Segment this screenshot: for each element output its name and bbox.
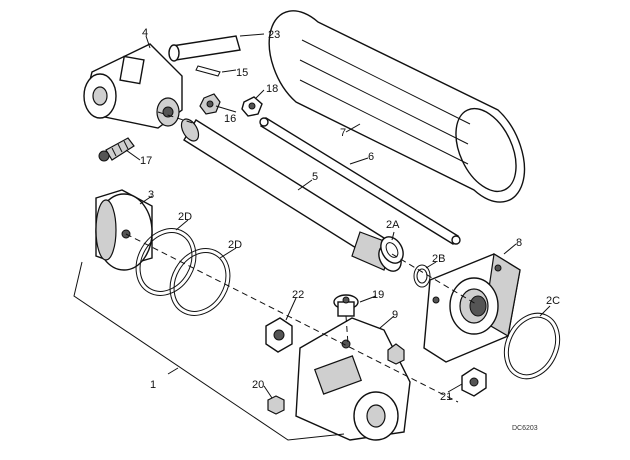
assembly-center-lines bbox=[125, 111, 477, 403]
part-3-piston bbox=[95, 189, 153, 271]
callout-3: 3 bbox=[148, 189, 154, 201]
callout-2A: 2A bbox=[386, 219, 400, 231]
callout-9: 9 bbox=[392, 309, 398, 321]
callout-20: 20 bbox=[252, 379, 264, 391]
callout-1: 1 bbox=[150, 379, 156, 391]
part-23-pin bbox=[168, 33, 265, 62]
part-20-nut bbox=[267, 343, 405, 415]
part-8-head-end-cap bbox=[423, 253, 521, 363]
callout-labels: 4 23 15 16 18 17 7 6 5 3 2D 2D 2A 2B 8 2… bbox=[140, 27, 560, 403]
part-2B-o-ring bbox=[413, 264, 431, 288]
part-4-rod-end-clevis bbox=[83, 43, 183, 129]
callout-22: 22 bbox=[292, 289, 304, 301]
callout-19: 19 bbox=[372, 289, 384, 301]
callout-2D-a: 2D bbox=[178, 211, 192, 223]
callout-16: 16 bbox=[224, 113, 236, 125]
part-2A-rod-seal bbox=[380, 236, 404, 264]
callout-21: 21 bbox=[440, 391, 452, 403]
callout-8: 8 bbox=[516, 237, 522, 249]
part-16-nut bbox=[199, 93, 221, 115]
callout-23: 23 bbox=[268, 29, 280, 41]
callout-17: 17 bbox=[140, 155, 152, 167]
callout-15: 15 bbox=[236, 67, 248, 79]
callout-18: 18 bbox=[266, 83, 278, 95]
part-6-tie-rod bbox=[259, 117, 461, 245]
callout-4: 4 bbox=[142, 27, 148, 39]
callout-leaders bbox=[125, 35, 551, 399]
callout-6: 6 bbox=[368, 151, 374, 163]
part-18-nut bbox=[241, 96, 263, 117]
part-19-fitting bbox=[333, 294, 359, 317]
part-9-base-end-clevis bbox=[295, 317, 411, 441]
part-2D-seal-rings bbox=[135, 228, 231, 316]
part-17-grease-fitting bbox=[98, 137, 135, 162]
part-2C-o-ring bbox=[503, 312, 561, 380]
callout-2B: 2B bbox=[432, 253, 445, 265]
callout-2D-b: 2D bbox=[228, 239, 242, 251]
part-22-nut bbox=[265, 317, 293, 353]
part-15-cotter-pin bbox=[195, 65, 237, 77]
callout-5: 5 bbox=[312, 171, 318, 183]
callout-7: 7 bbox=[340, 127, 346, 139]
figure-code: DC6203 bbox=[512, 425, 538, 432]
callout-2C: 2C bbox=[546, 295, 560, 307]
part-7-cylinder-tube bbox=[268, 10, 526, 203]
assembly-bracket-1 bbox=[73, 261, 345, 441]
part-21-nut bbox=[461, 367, 487, 397]
